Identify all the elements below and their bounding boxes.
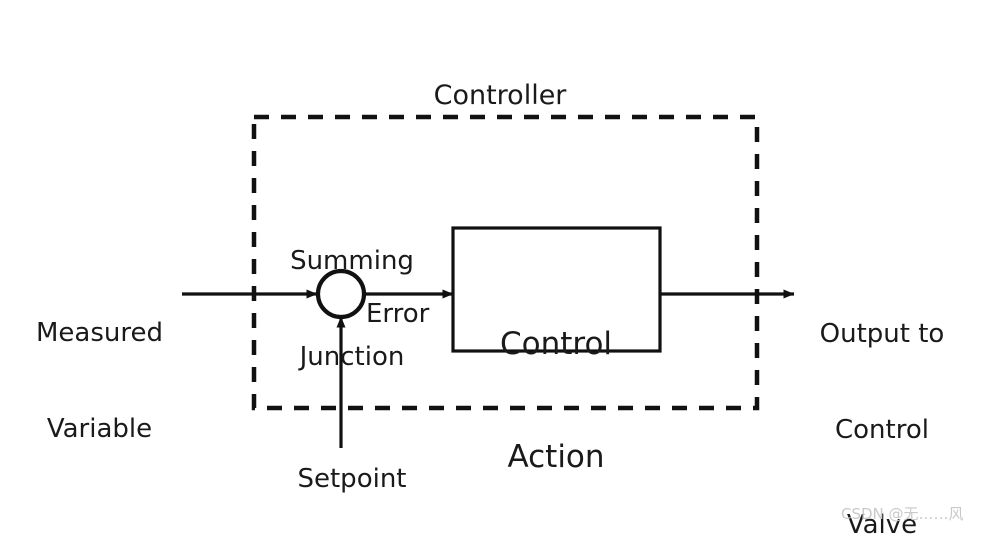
summing-junction-label: Summing Junction [290,183,414,437]
control-action-block [451,226,662,353]
setpoint-label: Setpoint [297,464,407,494]
measured-variable-line1: Measured [36,318,164,349]
control-action-label-line2: Action [507,439,605,476]
controller-title: Controller [433,80,567,111]
summing-junction-label-line1: Summing [290,246,414,277]
control-action-label: Control Action [500,250,612,534]
error-label: Error [366,299,430,329]
output-line1: Output to [819,319,945,350]
output-to-control-valve-label: Output to Control Valve [820,256,945,534]
output-line3: Valve [846,509,918,534]
summing-junction-label-line2: Junction [299,341,405,372]
output-line2: Control [835,414,929,445]
control-action-label-line1: Control [499,325,613,362]
csdn-watermark: CSDN @无……风 [841,505,964,523]
measured-variable-label: Measured Variable [36,255,163,509]
measured-variable-line2: Variable [46,413,153,444]
controller-boundary [251,114,760,411]
